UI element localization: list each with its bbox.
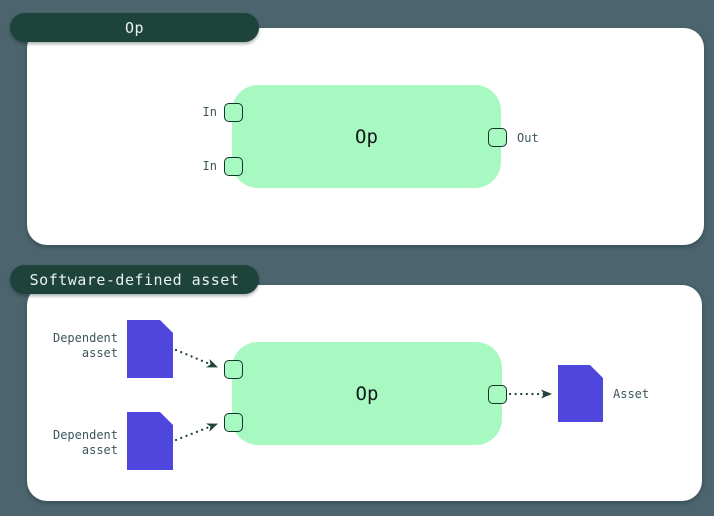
op-section-tab-label: Op (124, 18, 145, 37)
output-label: Out (517, 131, 539, 145)
op-node: Op (232, 342, 502, 445)
op-node: Op (232, 85, 501, 188)
sda-section-tab-label: Software-defined asset (29, 270, 240, 289)
dependent-asset-label: Dependent asset (30, 331, 118, 361)
dependent-asset-label-line2: asset (81, 443, 118, 457)
input-handle (224, 360, 243, 379)
op-node-label: Op (355, 382, 379, 405)
asset-icon (558, 365, 603, 422)
input-handle (224, 103, 243, 122)
input-handle (224, 413, 243, 432)
output-handle (488, 128, 507, 147)
dependent-asset-icon (127, 412, 173, 470)
dependent-asset-label-line2: asset (81, 346, 118, 360)
dependent-asset-label: Dependent asset (30, 428, 118, 458)
dependent-asset-label-line1: Dependent (52, 331, 118, 345)
output-handle (488, 385, 507, 404)
input-handle (224, 157, 243, 176)
sda-section-tab: Software-defined asset (10, 265, 259, 294)
dependent-asset-icon (127, 320, 173, 378)
dependent-asset-label-line1: Dependent (52, 428, 118, 442)
input-label: In (202, 105, 217, 119)
asset-label: Asset (613, 387, 650, 401)
op-node-label: Op (355, 125, 378, 148)
op-section-tab: Op (10, 13, 259, 42)
input-label: In (202, 159, 217, 173)
